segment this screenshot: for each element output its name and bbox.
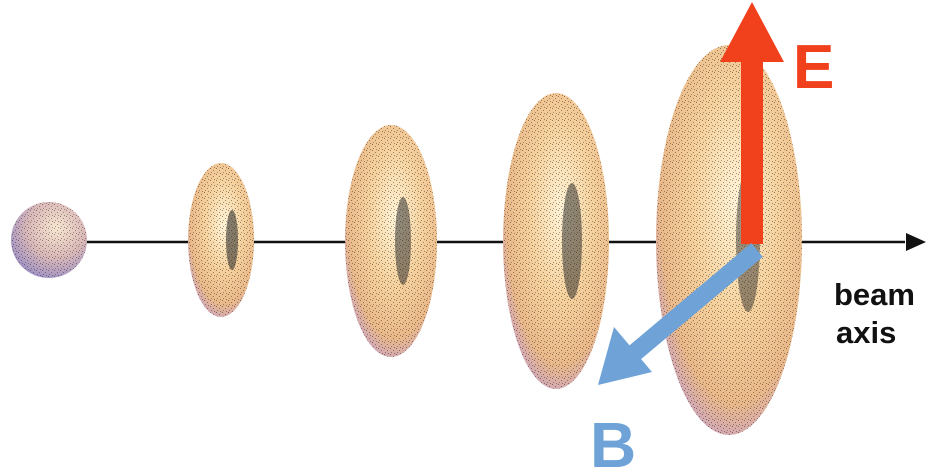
bunch-1 — [11, 202, 87, 278]
beam-axis-label-line1: beam — [834, 277, 915, 312]
e-field-label: E — [793, 33, 834, 102]
bunch-3 — [345, 125, 437, 357]
bunch-5 — [656, 45, 802, 435]
beam-axis-arrowhead — [906, 233, 926, 251]
bunch-2 — [188, 163, 254, 317]
b-field-label: B — [590, 409, 636, 468]
beam-axis-label-line2: axis — [836, 315, 896, 350]
bunch-4 — [503, 93, 609, 389]
